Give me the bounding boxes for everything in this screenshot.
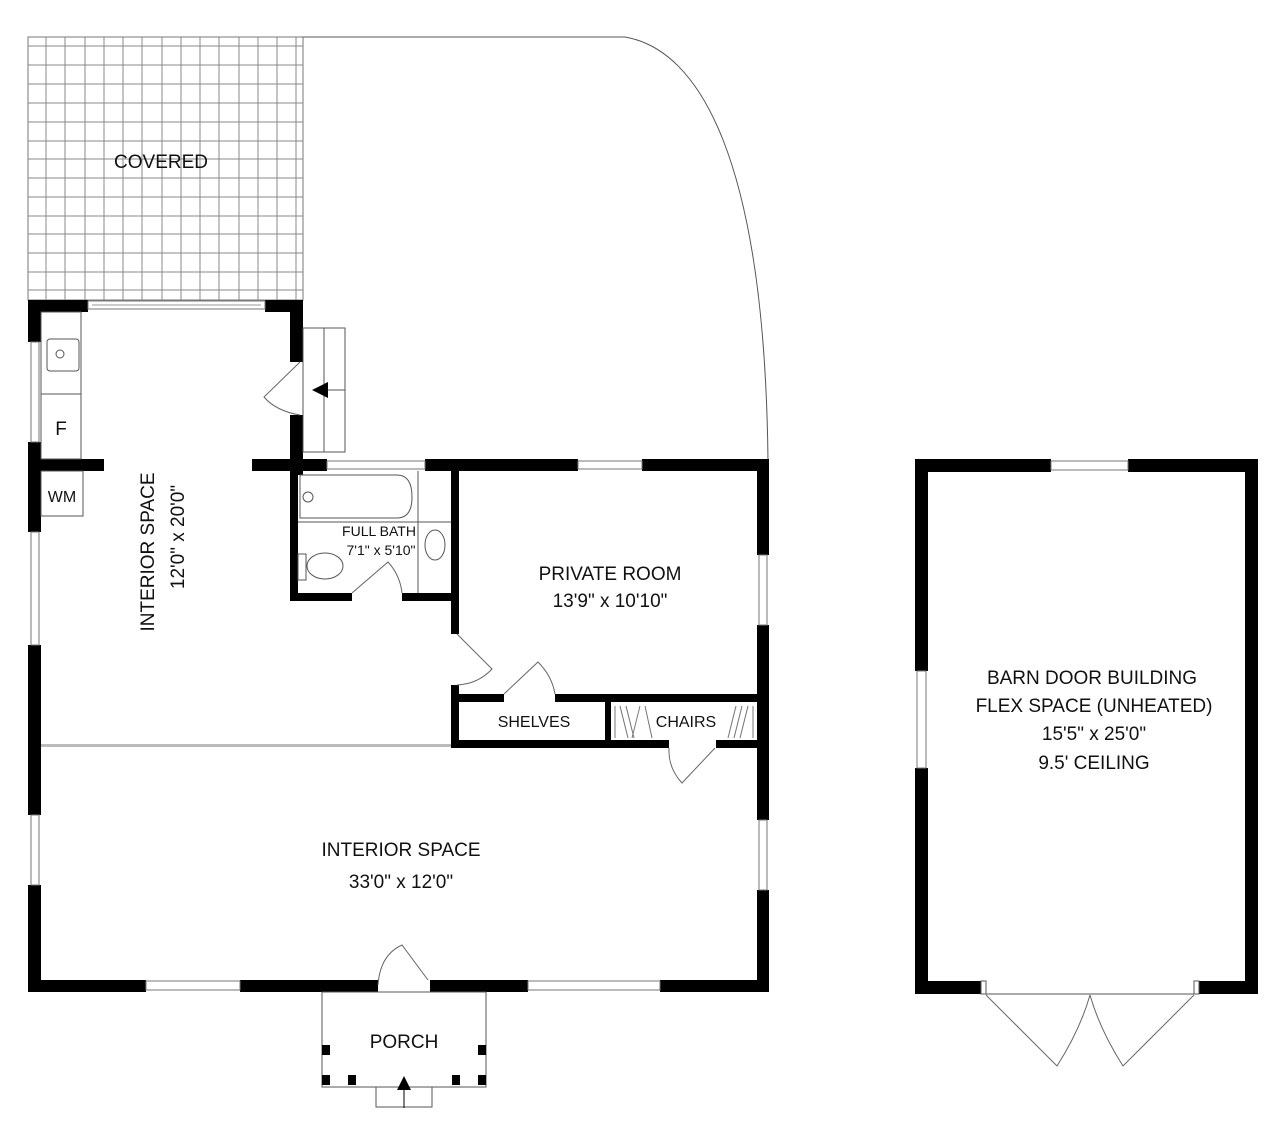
porch-label: PORCH: [370, 1032, 439, 1053]
interior-main-name: INTERIOR SPACE: [321, 840, 480, 861]
window-main-bottom-left: [145, 980, 241, 991]
chairs-storage: [614, 705, 754, 739]
kitchen-fixtures: F WM: [40, 311, 84, 517]
barn-line2: FLEX SPACE (UNHEATED): [976, 696, 1213, 717]
covered-label: COVERED: [114, 152, 208, 173]
entry-arrow-icon: [312, 382, 328, 398]
bath-dims: 7'1" x 5'10": [347, 542, 416, 558]
window-barn-top: [1050, 460, 1129, 471]
window-private-right: [758, 554, 768, 626]
private-room-name: PRIVATE ROOM: [539, 564, 682, 585]
window-barn-left: [916, 670, 927, 769]
interior-walls: [41, 459, 766, 748]
interior-left-name: INTERIOR SPACE: [138, 472, 159, 631]
sink-icon: [424, 529, 446, 561]
side-entry: [263, 327, 346, 453]
covered-patio: COVERED: [27, 36, 304, 301]
shelves-label: SHELVES: [498, 714, 571, 731]
barn-door-right: [1089, 994, 1195, 1067]
entry-arrow-icon: [397, 1076, 411, 1090]
window-main-right: [758, 819, 768, 891]
porch: PORCH: [321, 991, 487, 1108]
bathtub-icon: [299, 474, 413, 519]
barn-line1: BARN DOOR BUILDING: [987, 668, 1197, 689]
private-room-door: [456, 633, 493, 686]
washer-label: WM: [48, 489, 76, 506]
window-main-left: [30, 814, 40, 886]
interior-left-dims: 12'0" x 20'0": [168, 485, 189, 589]
bath-name: FULL BATH: [342, 523, 416, 539]
main-house-walls: [28, 300, 769, 992]
barn-building: BARN DOOR BUILDING FLEX SPACE (UNHEATED)…: [915, 459, 1258, 1067]
bath-fixtures: FULL BATH 7'1" x 5'10": [297, 471, 451, 594]
front-door: [377, 944, 429, 986]
window-kitchen-left: [30, 341, 40, 443]
window-left-interior: [30, 531, 40, 646]
windows: [30, 300, 768, 991]
chairs-door: [668, 747, 716, 784]
chairs-label: CHAIRS: [656, 714, 716, 731]
fridge-label: F: [55, 419, 67, 440]
private-room-dims: 13'9" x 10'10": [553, 591, 668, 612]
interior-main-dims: 33'0" x 12'0": [349, 872, 453, 893]
bath-door: [351, 561, 403, 594]
shelves-door: [503, 661, 556, 695]
barn-dims: 15'5" x 25'0": [1042, 724, 1146, 745]
barn-door-left: [985, 994, 1091, 1067]
barn-ceiling: 9.5' CEILING: [1038, 753, 1149, 774]
window-bath: [326, 460, 426, 470]
window-main-bottom-right: [527, 980, 661, 991]
side-door: [263, 361, 301, 416]
interior-doors: [456, 633, 716, 784]
sink-icon: [46, 338, 80, 372]
toilet-icon: [306, 552, 344, 580]
window-private-top: [577, 460, 643, 470]
deck-outline: [303, 36, 769, 463]
patio-grid: [28, 37, 303, 300]
